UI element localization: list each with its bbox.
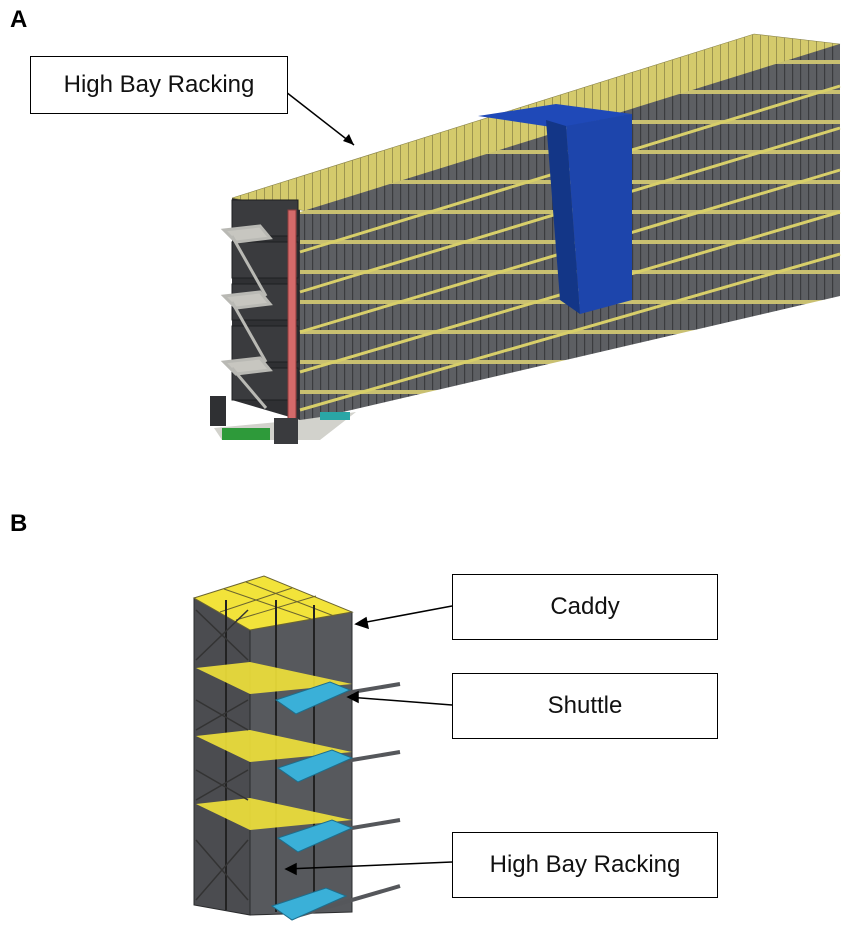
callout-high-bay-racking-b: High Bay Racking xyxy=(452,832,718,898)
crossover-blue xyxy=(478,104,632,314)
callout-arrow-a xyxy=(285,91,355,146)
callout-label: Shuttle xyxy=(547,692,623,719)
tower-bracing xyxy=(195,609,249,901)
panel-b-letter: B xyxy=(10,510,28,537)
callout-caddy: Caddy xyxy=(452,574,718,640)
shuttles xyxy=(270,681,354,921)
tower-levels xyxy=(196,662,352,830)
callout-label: High Bay Racking xyxy=(489,851,681,878)
callout-label: High Bay Racking xyxy=(63,71,255,98)
callout-arrows-b xyxy=(284,605,453,876)
callout-label: Caddy xyxy=(550,593,620,620)
callout-shuttle: Shuttle xyxy=(452,673,718,739)
base-platform xyxy=(210,396,356,444)
callout-high-bay-racking-a: High Bay Racking xyxy=(30,56,288,114)
panel-a-letter: A xyxy=(10,6,28,33)
stair-structure xyxy=(220,224,273,409)
